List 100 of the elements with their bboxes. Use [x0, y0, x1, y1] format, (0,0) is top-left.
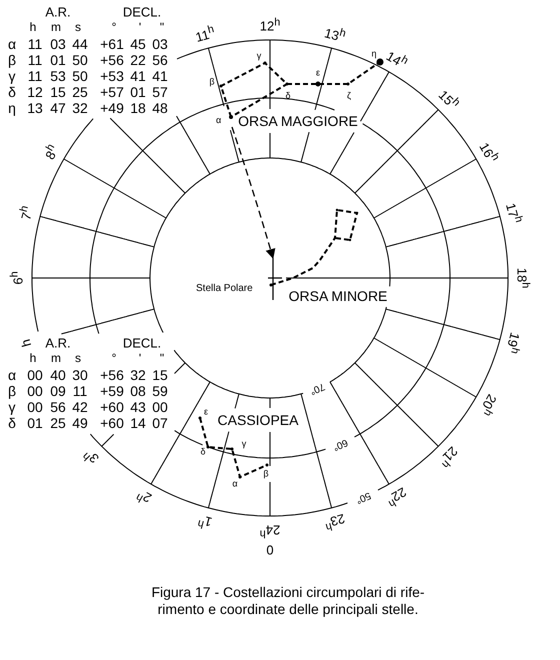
unit-header: m: [51, 21, 61, 33]
table-value: 56: [50, 400, 66, 414]
table-value: 25: [72, 85, 88, 99]
table-value: 01: [130, 85, 146, 99]
table-value: 11: [72, 384, 88, 398]
table-value: 50: [72, 53, 88, 67]
star-letter: ε: [316, 68, 320, 78]
table-value: 53: [50, 69, 66, 83]
unit-header: ": [160, 352, 164, 364]
star-name: Stella Polare: [196, 284, 253, 294]
unit-header: h: [30, 352, 36, 364]
unit-header: s: [75, 352, 81, 364]
hour-label: 13$^{h}$: [324, 24, 348, 44]
star-symbol: η: [8, 101, 16, 115]
table-value: 18: [130, 101, 146, 115]
table-value: 01: [27, 416, 43, 430]
table-value: 41: [130, 69, 146, 83]
table-value: +60: [100, 400, 124, 414]
table-value: 41: [152, 69, 168, 83]
table-value: +56: [100, 368, 124, 382]
table-value: +61: [100, 37, 124, 51]
caption: Figura 17 - Costellazioni circumpolari di rife- rimento e coordinate delle principali stelle.: [150, 584, 426, 618]
table-value: 50: [72, 69, 88, 83]
unit-header: h: [30, 21, 36, 33]
unit-header: ": [160, 21, 164, 33]
table-value: +60: [100, 416, 124, 430]
column-header: DECL.: [122, 6, 162, 18]
table-value: 57: [152, 85, 168, 99]
arrow: [231, 126, 276, 259]
table-value: 11: [28, 53, 42, 67]
star-letter: δ: [200, 448, 206, 456]
table-value: 30: [72, 368, 88, 382]
table-value: 59: [152, 384, 168, 398]
star-letter: β: [263, 470, 269, 478]
table-value: 11: [28, 69, 42, 83]
table-value: 03: [50, 37, 66, 51]
star-letter: γ: [256, 52, 262, 60]
star-letter: ε: [204, 408, 208, 416]
star-symbol: δ: [8, 85, 16, 99]
table-value: +49: [100, 101, 124, 115]
unit-header: °: [112, 352, 116, 364]
hour-label: 0: [266, 544, 274, 556]
hour-label: h: [18, 338, 33, 349]
constellation-name: ORSA MAGGIORE: [238, 114, 358, 128]
table-value: 03: [152, 37, 168, 51]
table-value: 25: [50, 416, 66, 430]
star-symbol: α: [8, 368, 16, 382]
column-header: A.R.: [45, 336, 71, 350]
table-value: 13: [27, 101, 43, 115]
star-letter: ζ: [347, 92, 351, 100]
table-value: 32: [72, 101, 88, 115]
table-value: 12: [27, 85, 43, 99]
table-value: 07: [152, 416, 168, 430]
table-value: 49: [72, 416, 88, 430]
table-value: 42: [72, 400, 88, 414]
unit-header: °: [112, 21, 116, 33]
table-value: 15: [50, 85, 66, 99]
column-header: A.R.: [45, 6, 71, 18]
table-value: 44: [72, 37, 88, 51]
table-value: 11: [28, 37, 42, 51]
table-value: 56: [152, 53, 168, 67]
star-symbol: γ: [8, 69, 16, 83]
table-value: 08: [130, 384, 146, 398]
declination-label: 50°: [354, 490, 372, 505]
table-value: +56: [100, 53, 124, 67]
table-value: 32: [130, 368, 146, 382]
star-letter: α: [232, 480, 238, 488]
star-symbol: β: [8, 53, 16, 67]
table-value: 00: [27, 384, 43, 398]
star-letter: α: [216, 110, 236, 127]
table-value: 22: [130, 53, 146, 67]
star-symbol: δ: [8, 416, 16, 430]
table-value: 01: [50, 53, 66, 67]
table-value: 00: [152, 400, 168, 414]
star-letter: η: [372, 50, 376, 58]
hour-label: 12$^{h}$: [260, 17, 280, 33]
star-symbol: β: [8, 384, 16, 398]
declination-label: 60°: [331, 436, 350, 452]
column-header: DECL.: [122, 336, 162, 350]
table-value: 09: [50, 384, 66, 398]
star-letter: γ: [242, 440, 246, 448]
unit-header: ': [138, 21, 142, 33]
table-value: 00: [27, 400, 43, 414]
star-letter: δ: [286, 92, 290, 100]
table-value: 00: [27, 368, 43, 382]
star-letter: β: [209, 78, 215, 86]
table-value: +57: [100, 85, 124, 99]
table-value: 48: [152, 101, 168, 115]
table-value: +53: [100, 69, 124, 83]
constellation-name: CASSIOPEA: [218, 413, 298, 427]
table-value: +59: [100, 384, 124, 398]
table-value: 45: [130, 37, 146, 51]
declination-label: 70°: [308, 380, 326, 396]
constellation-name: ORSA MINORE: [288, 289, 388, 303]
table-value: 47: [50, 101, 66, 115]
table-value: 14: [130, 416, 146, 430]
table-value: 43: [130, 400, 146, 414]
unit-header: ': [138, 352, 142, 364]
star-symbol: γ: [8, 400, 16, 414]
table-value: 15: [152, 368, 168, 382]
